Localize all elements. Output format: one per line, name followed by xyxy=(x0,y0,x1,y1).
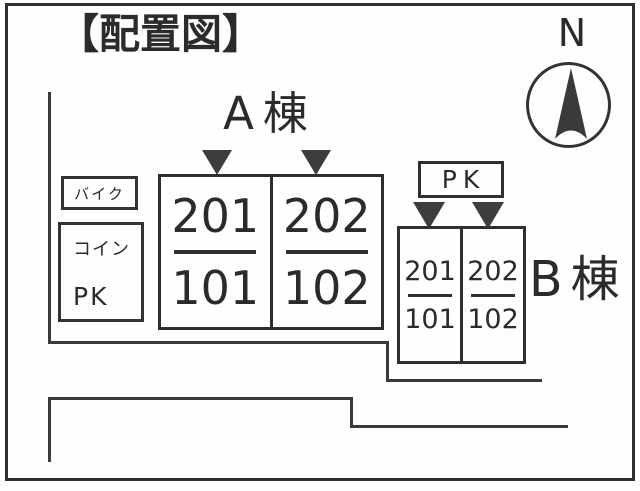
bike-parking-box: バイク xyxy=(61,176,138,210)
building-b-parking-label: PK xyxy=(441,165,486,194)
building-a-unit-cell-1: 201 101 xyxy=(161,177,270,327)
boundary-line-lower-horizontal-1 xyxy=(48,397,353,400)
diagram-border-frame xyxy=(5,3,635,481)
unit-number-upper: 201 xyxy=(171,189,260,243)
unit-number-lower: 102 xyxy=(467,303,519,335)
building-a-unit-cell-2: 202 102 xyxy=(269,177,382,327)
unit-number-upper: 202 xyxy=(467,255,519,287)
boundary-line-lower-horizontal-2 xyxy=(350,425,568,428)
boundary-line-upper-step xyxy=(386,341,389,382)
boundary-line-upper-horizontal-1 xyxy=(48,341,389,344)
bike-parking-label: バイク xyxy=(74,184,125,203)
unit-divider-line xyxy=(408,293,452,297)
boundary-line-lower-step xyxy=(350,397,353,428)
building-b-parking-label-box: PK xyxy=(418,161,504,198)
building-b-label: B棟 xyxy=(529,251,628,308)
boundary-line-left-vertical xyxy=(48,92,51,344)
building-b-unit-cell-1: 201 101 xyxy=(400,229,460,361)
unit-divider-line xyxy=(471,293,515,297)
unit-number-upper: 202 xyxy=(282,189,371,243)
compass-north-label: N xyxy=(557,11,587,55)
diagram-title: 【配置図】 xyxy=(58,10,263,58)
building-a: 201 101 202 102 xyxy=(158,174,384,330)
coin-parking-box: コイン PK xyxy=(58,222,144,322)
arrow-down-icon xyxy=(472,202,504,229)
north-needle-icon xyxy=(555,68,587,139)
boundary-line-upper-horizontal-2 xyxy=(386,379,542,382)
arrow-down-icon xyxy=(301,150,331,175)
unit-number-lower: 101 xyxy=(171,261,260,315)
unit-number-lower: 102 xyxy=(282,261,371,315)
unit-divider-line xyxy=(174,250,257,254)
unit-number-lower: 101 xyxy=(404,303,456,335)
arrow-down-icon xyxy=(413,202,445,229)
coin-parking-label-line2: PK xyxy=(73,282,109,311)
building-b: 201 101 202 102 xyxy=(397,226,526,364)
compass-circle xyxy=(526,62,611,148)
building-b-unit-cell-2: 202 102 xyxy=(460,229,523,361)
coin-parking-label-line1: コイン xyxy=(73,239,130,260)
unit-divider-line xyxy=(285,250,368,254)
building-a-label: A棟 xyxy=(223,87,317,140)
arrow-down-icon xyxy=(202,150,232,175)
unit-number-upper: 201 xyxy=(404,255,456,287)
boundary-line-lower-tail xyxy=(48,397,51,462)
